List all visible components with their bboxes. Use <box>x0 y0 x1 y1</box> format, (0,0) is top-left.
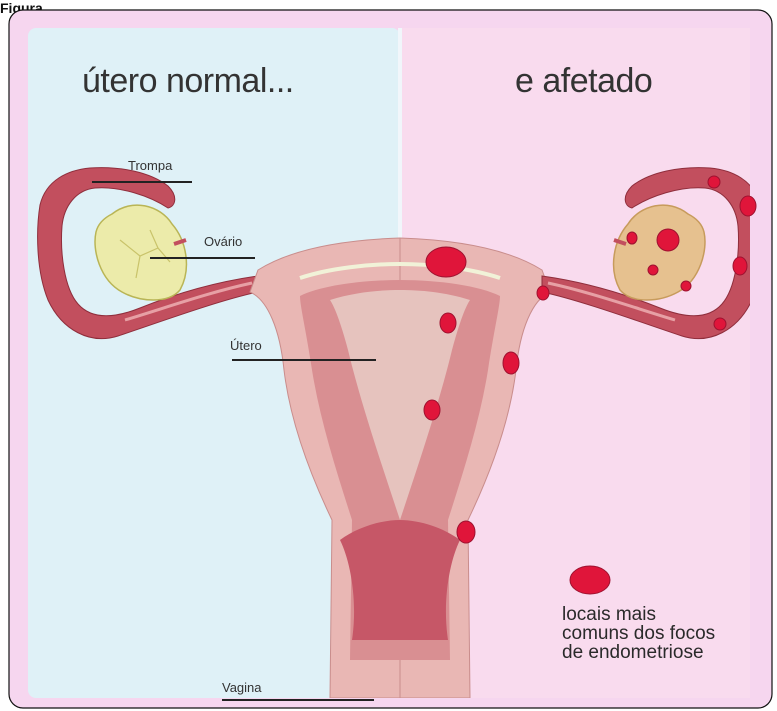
lesion <box>681 281 691 291</box>
trompa-label: Trompa <box>128 158 172 173</box>
lesion <box>440 313 456 333</box>
affected-uterus-title: e afetado <box>515 62 652 101</box>
lesion <box>503 352 519 374</box>
lesion <box>714 318 726 330</box>
legend-line-3: de endometriose <box>562 643 715 662</box>
lesion <box>740 196 756 216</box>
lesion <box>457 521 475 543</box>
lesion <box>648 265 658 275</box>
lesion <box>426 247 466 277</box>
lesion <box>424 400 440 420</box>
lesion <box>708 176 720 188</box>
legend-line-2: comuns dos focos <box>562 624 715 643</box>
normal-uterus-title: útero normal... <box>82 62 294 101</box>
legend-line-1: locais mais <box>562 605 715 624</box>
lesion <box>627 232 637 244</box>
legend-text: locais mais comuns dos focos de endometr… <box>562 605 715 662</box>
lesion <box>537 286 549 300</box>
lesion <box>657 229 679 251</box>
vagina-label: Vagina <box>222 680 262 695</box>
legend-lesion-swatch <box>570 566 610 594</box>
utero-label: Útero <box>230 338 262 353</box>
ovario-label: Ovário <box>204 234 242 249</box>
lesion <box>733 257 747 275</box>
